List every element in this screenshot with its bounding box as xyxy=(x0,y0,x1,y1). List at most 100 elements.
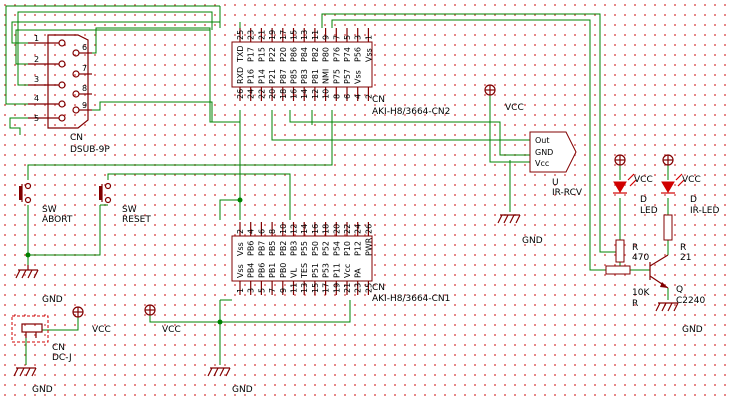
cn1-top-signal: P12 xyxy=(354,241,363,256)
cn1-bottom-pin-number: 23 xyxy=(354,283,363,293)
cn2-top-signal: P74 xyxy=(343,47,352,62)
cn1-bottom-pin-number: 3 xyxy=(247,288,256,293)
cn1-top-signal: PB5 xyxy=(268,241,277,256)
cn1-top-pin-number: 26 xyxy=(364,224,373,234)
vcc-led-label: VCC xyxy=(634,175,653,185)
switch-reset: SW RESET xyxy=(99,182,151,225)
cn2-top-pin-number: 1 xyxy=(364,35,373,40)
cn1-bottom-signal: PB6 xyxy=(257,263,266,278)
gnd-dcj-label: GND xyxy=(32,385,53,395)
ircv-pin-out: Out xyxy=(535,136,550,145)
cn2-bottom-pin-number: 26 xyxy=(236,89,245,99)
cn1-top-signal: PB3 xyxy=(290,241,299,256)
cn1-bottom-pin-number: 15 xyxy=(311,283,320,293)
vcc-led: VCC xyxy=(614,154,653,185)
cn2-bottom-pin-number: 18 xyxy=(279,89,288,99)
gnd-cn1-label: GND xyxy=(232,385,253,395)
cn2-bottom-pin-number: 10 xyxy=(322,89,331,99)
led-ref-label: D xyxy=(640,195,647,205)
cn2-bottom-pin-number: 6 xyxy=(343,94,352,99)
cn2-top-pin-number: 7 xyxy=(332,35,341,40)
cn1-top-pin-number: 4 xyxy=(247,229,256,234)
cn1-top-pin-number: 10 xyxy=(279,224,288,234)
cn1-bottom-pin-number: 5 xyxy=(257,288,266,293)
gnd-abort: GND xyxy=(15,265,63,305)
cn1-top-pin-number: 14 xyxy=(300,224,309,234)
r21-ref-label: R xyxy=(680,243,686,253)
dsub-pin-8: 8 xyxy=(82,84,87,93)
cn2-bottom-signal: P85 xyxy=(290,69,299,84)
sw-abort-value: ABORT xyxy=(42,215,73,225)
cn2-top-signal: P84 xyxy=(300,47,309,62)
r10k-value-label: 10K xyxy=(632,288,650,298)
cn1-top-signal: PB6 xyxy=(247,241,256,256)
cn1-bottom-pin-number: 21 xyxy=(343,283,352,293)
r470-ref-label: R xyxy=(632,243,638,253)
cn2-bottom-signal: Vss xyxy=(354,70,363,84)
dsub-value-label: DSUB-9P xyxy=(70,145,110,155)
q-ref-label: Q xyxy=(676,285,683,295)
cn1-bottom-pin-number: 19 xyxy=(332,283,341,293)
vcc-dcj: VCC xyxy=(72,306,111,335)
cn2-bottom-signal: P87 xyxy=(279,69,288,84)
cn2-bottom-signal: P75 xyxy=(332,69,341,84)
q-value-label: C2240 xyxy=(676,296,705,306)
cn2-top-signal: P82 xyxy=(311,47,320,62)
vcc-symbols: VCC VCC VCC VCC VCC xyxy=(72,84,701,335)
cn2-bottom-pin-number: 24 xyxy=(247,89,256,99)
cn2-bottom-signal: P14 xyxy=(257,69,266,84)
cn1-top-pin-number: 20 xyxy=(332,224,341,234)
gnd-abort-label: GND xyxy=(42,295,63,305)
cn1-bottom-pin-number: 7 xyxy=(268,288,277,293)
cn2-top-signal: Vss xyxy=(364,48,373,62)
cn1-top-signal: P54 xyxy=(332,241,341,256)
cn1-bottom-signal: P11 xyxy=(332,263,341,278)
cn1-ref-label: CN xyxy=(372,283,385,293)
cn1-bottom-signal: PB1 xyxy=(268,263,277,278)
cn2-top-pin-number: 17 xyxy=(279,30,288,40)
cn1-top-pin-number: 6 xyxy=(257,229,266,234)
gnd-dcj: GND xyxy=(13,367,53,395)
cn2-bottom-signal: P81 xyxy=(311,69,320,84)
cn1-bottom-signal: TES xyxy=(300,263,309,279)
dsub-ref-label: CN xyxy=(70,133,83,143)
led-visible: D LED xyxy=(613,173,658,216)
cn2-bottom-pin-number: 16 xyxy=(290,89,299,99)
dcj-ref-label: CN xyxy=(52,343,65,353)
cn1-bottom-signal: P53 xyxy=(322,263,331,278)
cn2-top-pin-number: 19 xyxy=(268,30,277,40)
cn1-bottom-signal: P51 xyxy=(311,263,320,278)
cn1-top-signal: P50 xyxy=(311,241,320,256)
cn2-top-signal: P20 xyxy=(279,47,288,62)
cn2-top-pin-number: 23 xyxy=(247,30,256,40)
cn1-top-signal: PB7 xyxy=(257,241,266,256)
dsub-9p-connector: 1 2 3 4 5 6 7 8 9 CN DSUB-9P xyxy=(28,34,110,155)
cn2-bottom-signal: NMI xyxy=(322,69,331,84)
cn2-bottom-pin-number: 14 xyxy=(300,89,309,99)
cn2-bottom-pin-number: 12 xyxy=(311,89,320,99)
cn1-top-signal: Vss xyxy=(236,242,245,256)
cn1-top-signal: PB2 xyxy=(279,241,288,256)
cn2-top-pin-number: 11 xyxy=(311,30,320,40)
cn2-value-label: AKI-H8/3664-CN2 xyxy=(372,107,450,117)
cn2-top-pin-number: 5 xyxy=(343,35,352,40)
cn2-bottom-pin-number: 8 xyxy=(332,94,341,99)
cn1-top-pin-number: 8 xyxy=(268,229,277,234)
irled-value-label: IR-LED xyxy=(690,206,719,216)
resistor-10k: 10K R xyxy=(605,265,650,309)
dcj-value-label: DC-J xyxy=(52,353,72,363)
gnd-q: GND xyxy=(655,302,703,335)
led-ir: D IR-LED xyxy=(661,173,719,216)
cn1-bottom-signal: Vcc xyxy=(343,264,352,278)
vcc-cn1: VCC xyxy=(144,304,181,335)
cn2-ref-label: CN xyxy=(372,95,385,105)
cn2-bottom-signal: P21 xyxy=(268,69,277,84)
dsub-pin-3: 3 xyxy=(34,75,39,84)
vcc-ircv: VCC xyxy=(484,84,524,113)
resistor-470: R 470 xyxy=(615,239,649,263)
dsub-pin-9: 9 xyxy=(82,101,87,110)
cn2-top-pin-number: 13 xyxy=(300,30,309,40)
cn2-top-signal: P15 xyxy=(257,47,266,62)
r470-value-label: 470 xyxy=(632,253,649,263)
